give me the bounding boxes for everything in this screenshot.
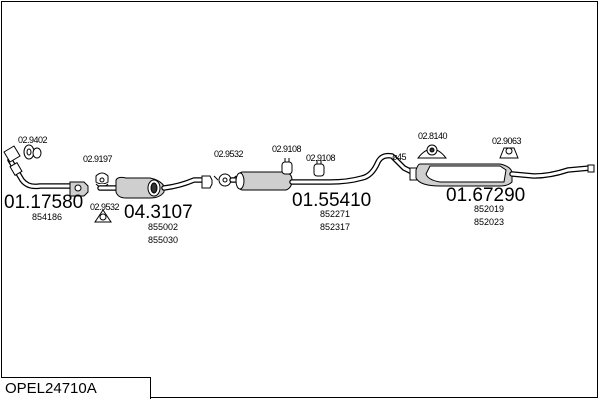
part-ref: 855002	[148, 222, 178, 232]
part-ref: 852019	[474, 204, 504, 214]
hanger-icon	[281, 158, 293, 175]
fitting-label: 02.9532	[214, 149, 244, 159]
part-number: 04.3107	[124, 202, 193, 223]
reference-box: OPEL24710A	[1, 377, 151, 399]
rubber-mount-icon	[499, 147, 519, 159]
part-ref: 854186	[32, 212, 62, 222]
front-pipe	[3, 145, 89, 197]
gasket-triangle-icon	[94, 209, 112, 223]
pipe-size-label: ø45	[392, 152, 407, 162]
fitting-label: 02.9108	[272, 144, 302, 154]
rear-silencer	[409, 163, 595, 187]
hanger-icon-2	[313, 160, 325, 177]
part-ref: 852317	[320, 222, 350, 232]
fitting-label: 02.9108	[306, 153, 336, 163]
gasket-icon	[23, 144, 42, 160]
part-number: 01.67290	[446, 185, 525, 206]
middle-silencer	[229, 152, 415, 191]
catalytic-converter	[97, 175, 213, 199]
clamp-icon	[95, 172, 109, 188]
fitting-label: 02.9197	[83, 154, 113, 164]
part-number: 01.17580	[4, 192, 83, 213]
part-ref: 852271	[320, 209, 350, 219]
fitting-label: 02.9532	[90, 202, 120, 212]
gasket-oval-icon	[416, 144, 448, 159]
fitting-label: 02.9063	[492, 136, 522, 146]
part-ref: 855030	[148, 235, 178, 245]
part-number: 01.55410	[292, 190, 371, 211]
fitting-label: 02.8140	[418, 131, 448, 141]
reference-code: OPEL24710A	[5, 380, 97, 397]
fitting-label: 02.9402	[18, 135, 48, 145]
part-ref: 852023	[474, 217, 504, 227]
